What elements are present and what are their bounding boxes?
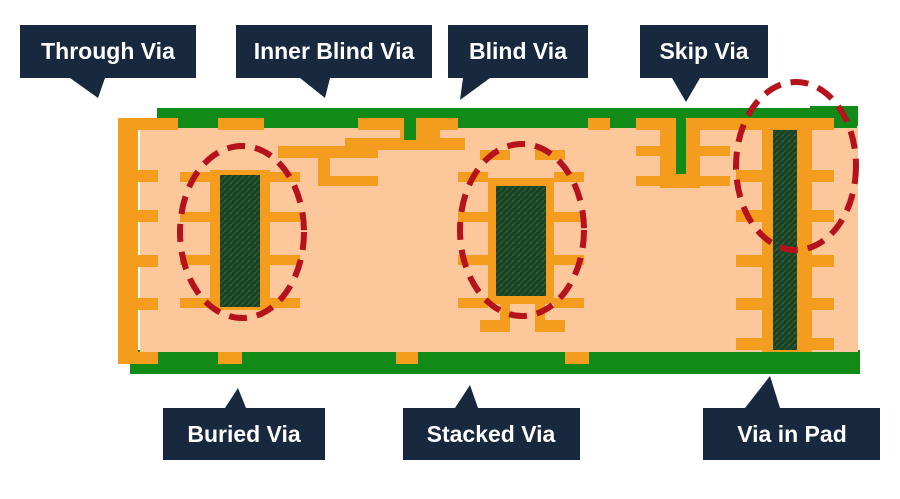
callout-skip-via-label: Skip Via — [659, 38, 748, 64]
via-in-pad-highlight-ring — [733, 79, 859, 253]
callout-inner-blind-via-label: Inner Blind Via — [254, 38, 415, 64]
callout-buried-via: Buried Via — [163, 388, 325, 460]
solder-mask-bottom — [130, 350, 860, 374]
callout-inner-blind-via: Inner Blind Via — [236, 25, 432, 98]
stacked-via-structure — [458, 150, 584, 332]
callout-blind-via-label: Blind Via — [469, 38, 567, 64]
through-via-structure — [118, 118, 178, 364]
top-pads — [218, 118, 610, 130]
via-in-pad-structure — [736, 118, 834, 352]
callout-buried-via-label: Buried Via — [187, 421, 301, 447]
skip-via-hole — [676, 118, 686, 174]
stacked-via-highlight-ring — [457, 141, 587, 319]
blind-via-hole — [404, 118, 416, 140]
callout-through-via: Through Via — [20, 25, 196, 98]
callout-via-in-pad-label: Via in Pad — [737, 421, 847, 447]
callout-through-via-label: Through Via — [41, 38, 175, 64]
callout-via-in-pad: Via in Pad — [703, 376, 880, 460]
bottom-pads — [218, 352, 589, 364]
callout-blind-via: Blind Via — [448, 25, 588, 100]
callout-stacked-via-label: Stacked Via — [427, 421, 556, 447]
callout-stacked-via: Stacked Via — [403, 385, 580, 460]
buried-via-highlight-ring — [177, 143, 307, 321]
callout-skip-via: Skip Via — [640, 25, 768, 102]
blind-via-structure — [358, 118, 458, 148]
